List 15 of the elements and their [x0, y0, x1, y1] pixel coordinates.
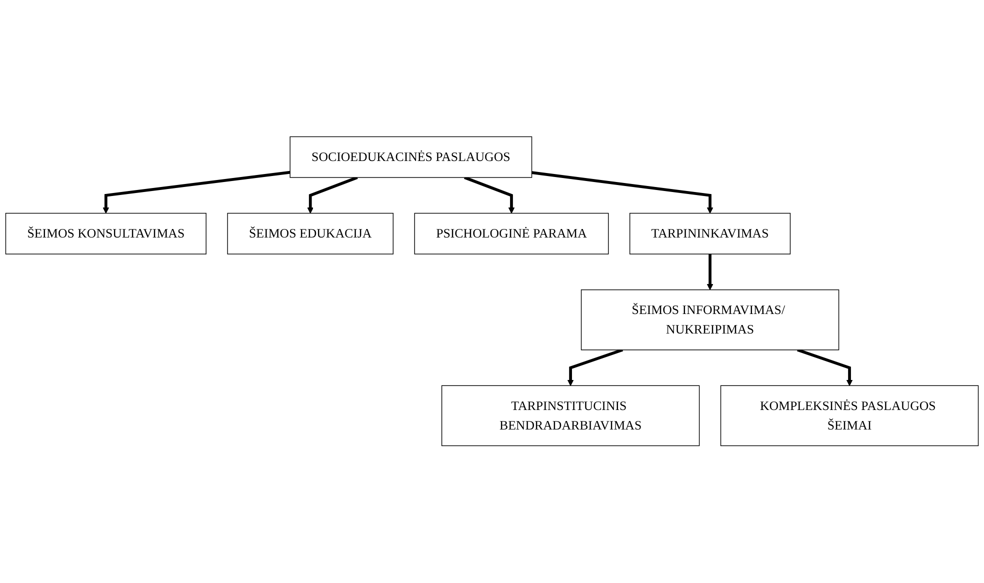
arrow: [797, 348, 853, 386]
node-box: TARPININKAVIMAS: [629, 213, 791, 255]
arrow: [307, 176, 358, 214]
node-box: KOMPLEKSINĖS PASLAUGOS ŠEIMAI: [720, 386, 979, 446]
arrow: [567, 348, 624, 386]
arrow: [102, 171, 290, 214]
node-box: TARPINSTITUCINIS BENDRADARBIAVIMAS: [441, 386, 700, 446]
node-box: ŠEIMOS EDUKACIJA: [227, 213, 394, 255]
node-box: PSICHOLOGINĖ PARAMA: [414, 213, 609, 255]
node-box: SOCIOEDUKACINĖS PASLAUGOS: [290, 136, 532, 178]
node-box: ŠEIMOS KONSULTAVIMAS: [5, 213, 206, 255]
node-box: ŠEIMOS INFORMAVIMAS/ NUKREIPIMAS: [580, 290, 840, 350]
arrow: [464, 176, 515, 214]
arrow: [706, 254, 714, 290]
arrow: [532, 171, 714, 214]
